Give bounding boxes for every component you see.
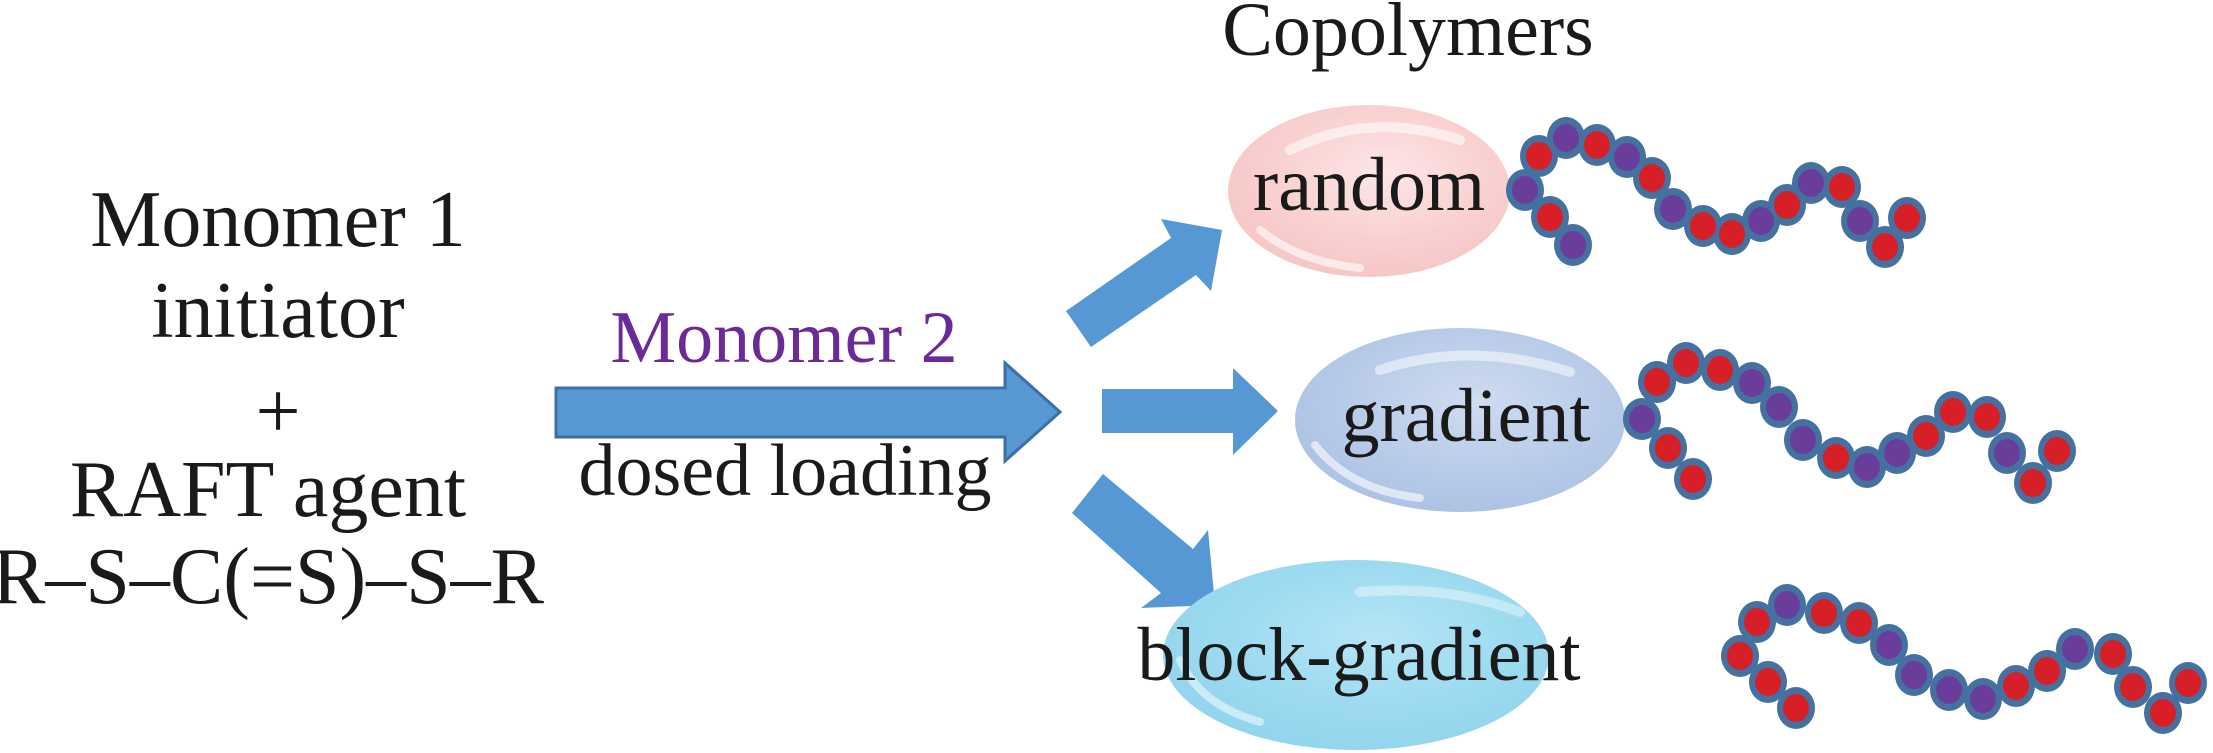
monomer1-bead <box>2044 437 2070 465</box>
monomer2-bead <box>1936 676 1962 704</box>
block-gradient-highlight-low <box>1176 656 1264 726</box>
monomer1-bead <box>2003 672 2029 700</box>
monomer2-bead <box>1766 393 1792 421</box>
monomer2-bead <box>1876 631 1902 659</box>
monomer1-bead <box>1755 668 1781 696</box>
monomer2-bead <box>1970 685 1996 713</box>
monomer1-bead <box>1894 204 1920 232</box>
monomer1-bead <box>2020 469 2046 497</box>
monomer2-bead <box>1884 439 1910 467</box>
monomer2-bead <box>1660 195 1686 223</box>
monomer1-bead <box>1655 434 1681 462</box>
monomer1-bead <box>1846 609 1872 637</box>
branch-arrows <box>1066 219 1278 608</box>
monomer2-bead <box>1774 591 1800 619</box>
block-gradient-highlight <box>1355 585 1525 617</box>
gradient-chain <box>1623 342 2076 504</box>
monomer1-label: Monomer 1 <box>90 176 466 264</box>
monomer1-bead <box>2100 640 2126 668</box>
branch-arrow-up-icon <box>1066 219 1222 347</box>
monomer1-bead <box>1707 356 1733 384</box>
block-gradient-chain <box>1721 584 2207 734</box>
gradient-highlight-low <box>1311 441 1424 502</box>
monomer2-bead <box>1901 661 1927 689</box>
monomer1-bead <box>1639 164 1665 192</box>
monomer2-bead <box>1994 439 2020 467</box>
main-arrow-icon <box>554 359 1063 465</box>
monomer1-bead <box>2120 673 2146 701</box>
monomer1-bead <box>1680 465 1706 493</box>
process-group: Monomer 2 dosed loading <box>554 297 1063 512</box>
monomer2-bead <box>1798 169 1824 197</box>
monomer1-bead <box>1783 694 1809 722</box>
monomer2-bead <box>1553 124 1579 152</box>
random-highlight-low <box>1256 226 1364 272</box>
initiator-label: initiator <box>151 267 404 355</box>
raft-formula-label: R–S–C(=S)–S–R <box>0 533 545 621</box>
monomer2-bead <box>1854 453 1880 481</box>
monomer1-bead <box>1823 444 1849 472</box>
monomer2-bead <box>1629 405 1655 433</box>
monomer1-bead <box>1644 368 1670 396</box>
random-label: random <box>1253 143 1485 227</box>
copolymer-random: random <box>1228 105 1926 277</box>
monomer1-bead <box>2150 699 2176 727</box>
reactants-group: Monomer 1 initiator + RAFT agent R–S–C(=… <box>0 176 545 621</box>
monomer1-bead <box>1719 220 1745 248</box>
gradient-highlight <box>1375 350 1575 377</box>
monomer1-bead <box>1774 191 1800 219</box>
monomer2-bead <box>1614 143 1640 171</box>
monomer1-bead <box>1526 142 1552 170</box>
monomer1-bead <box>1829 173 1855 201</box>
random-chain <box>1506 117 1926 268</box>
monomer1-bead <box>1727 642 1753 670</box>
monomer2-bead <box>2062 635 2088 663</box>
gradient-label: gradient <box>1341 374 1590 458</box>
monomer1-bead <box>1673 349 1699 377</box>
monomer1-bead <box>1690 212 1716 240</box>
block-gradient-ellipse <box>1163 560 1549 750</box>
monomer1-bead <box>2175 669 2201 697</box>
monomer2-label: Monomer 2 <box>610 297 957 379</box>
monomer1-bead <box>2034 657 2060 685</box>
monomer1-bead <box>1584 131 1610 159</box>
monomer2-bead <box>1512 176 1538 204</box>
monomer1-bead <box>1811 599 1837 627</box>
raft-agent-label: RAFT agent <box>70 446 466 534</box>
monomer1-bead <box>1537 203 1563 231</box>
monomer2-bead <box>1739 369 1765 397</box>
monomer1-bead <box>1913 422 1939 450</box>
monomer1-bead <box>1940 398 1966 426</box>
copolymers-title: Copolymers <box>1222 0 1594 72</box>
monomer2-bead <box>1847 207 1873 235</box>
plus-sign: + <box>255 368 300 456</box>
block-gradient-label: block-gradient <box>1137 613 1580 697</box>
copolymer-block-gradient: block-gradient <box>1137 560 2207 750</box>
branch-arrow-right-icon <box>1102 368 1278 455</box>
monomer2-bead <box>1748 207 1774 235</box>
copolymer-gradient: gradient <box>1295 328 2076 512</box>
monomer2-bead <box>1790 426 1816 454</box>
monomer1-bead <box>1744 608 1770 636</box>
random-highlight <box>1285 122 1465 155</box>
monomer2-bead <box>1560 231 1586 259</box>
monomer1-bead <box>1974 403 2000 431</box>
dosed-loading-label: dosed loading <box>578 430 991 512</box>
branch-arrow-down-icon <box>1072 474 1215 608</box>
monomer1-bead <box>1872 233 1898 261</box>
